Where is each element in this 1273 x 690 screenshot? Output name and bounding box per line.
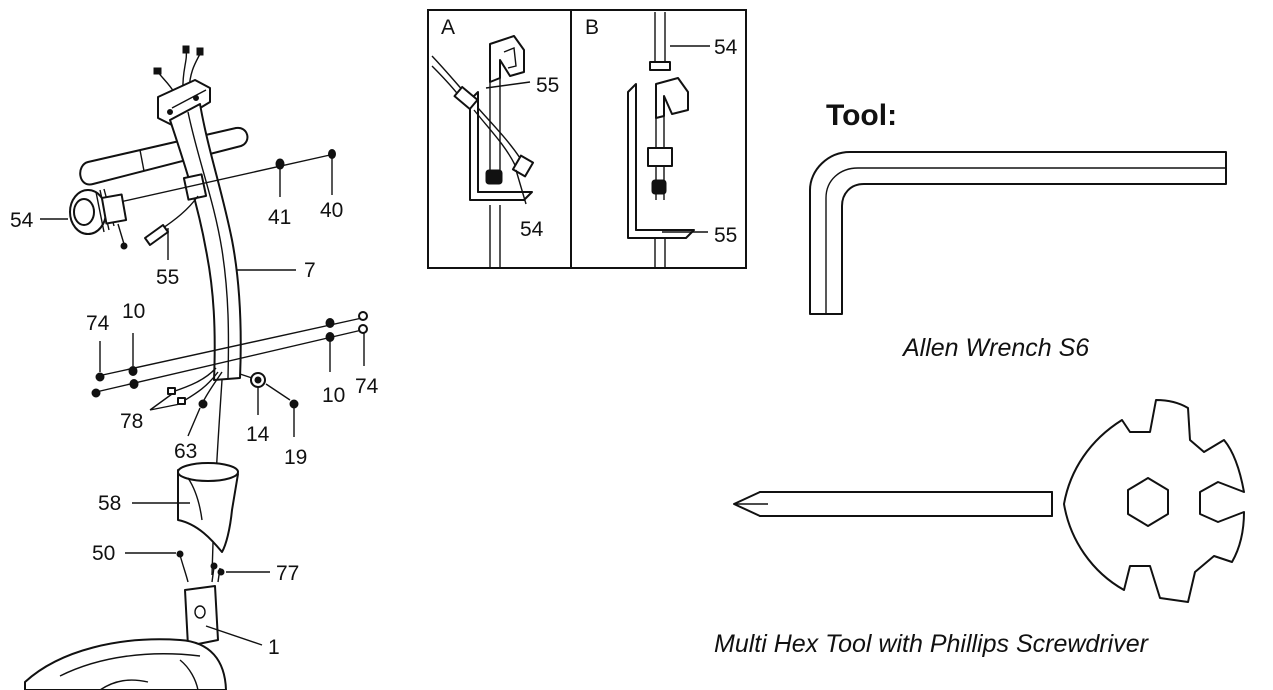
- part-label-54: 54: [10, 209, 34, 232]
- part-label-78: 78: [120, 410, 143, 433]
- part-label-74-right: 74: [355, 375, 379, 398]
- part-label-1: 1: [268, 636, 280, 659]
- multi-hex-tool: [733, 399, 1245, 603]
- inset-panel-a: A 55 54: [431, 16, 559, 268]
- part-label-10-right: 10: [322, 384, 345, 407]
- part-label-77: 77: [276, 562, 299, 585]
- handlebar: [79, 126, 249, 186]
- inset-panel-b: B 54 55: [585, 12, 738, 268]
- allen-wrench-caption: Allen Wrench S6: [901, 334, 1089, 362]
- part-label-58: 58: [98, 492, 121, 515]
- exploded-view: [24, 45, 368, 690]
- panel-b-callout-bottom: 55: [714, 224, 737, 247]
- part-label-40: 40: [320, 199, 343, 222]
- post-cover: [177, 462, 239, 553]
- part-label-63: 63: [174, 440, 197, 463]
- cable-detail-inset: A 55 54 B: [427, 9, 747, 269]
- part-label-55: 55: [156, 266, 179, 289]
- part-number-labels: 54 55 41 40 7 74 10 10 74 78 63 14 19 58…: [10, 199, 379, 659]
- part-label-10-left: 10: [122, 300, 145, 323]
- part-label-74-left: 74: [86, 312, 110, 335]
- handlebar-post: [169, 103, 242, 381]
- cable-55: [144, 195, 199, 246]
- part-label-41: 41: [268, 206, 291, 229]
- multi-hex-tool-caption: Multi Hex Tool with Phillips Screwdriver: [714, 630, 1150, 658]
- allen-wrench: [809, 151, 1227, 315]
- panel-a-callout-bottom: 54: [520, 218, 544, 241]
- base-frame: [24, 585, 227, 690]
- panel-b-label: B: [585, 16, 599, 39]
- part-label-19: 19: [284, 446, 307, 469]
- panel-a-label: A: [441, 16, 455, 39]
- tension-knob: [69, 188, 128, 250]
- part-label-50: 50: [92, 542, 115, 565]
- panel-a-callout-top: 55: [536, 74, 559, 97]
- tools-title: Tool:: [826, 99, 897, 132]
- panel-b-callout-top: 54: [714, 36, 738, 59]
- tools-section: Tool: Allen Wrench S6 Multi Hex Tool wit…: [714, 99, 1245, 658]
- part-label-14: 14: [246, 423, 270, 446]
- part-label-7: 7: [304, 259, 316, 282]
